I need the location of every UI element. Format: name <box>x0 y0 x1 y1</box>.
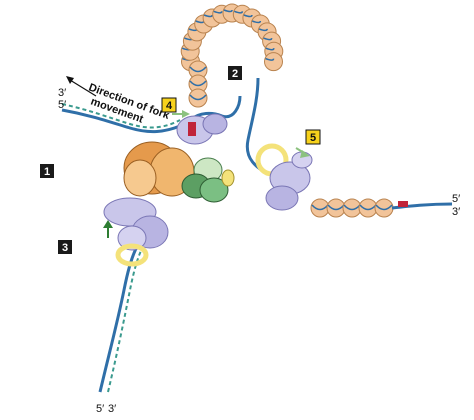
nucleosome <box>188 60 208 80</box>
direction-arrow <box>66 76 97 97</box>
histone-chaperone <box>181 157 235 203</box>
svg-text:3: 3 <box>62 242 68 254</box>
nucleosome <box>188 88 208 108</box>
arrow-green-3 <box>103 220 113 238</box>
nucleosome <box>358 198 378 218</box>
strand-label-right-3prime: 3′ <box>452 206 460 218</box>
polymerase-top <box>176 113 228 145</box>
svg-text:1: 1 <box>44 166 50 178</box>
strand-label-top-3prime: 3′ <box>58 87 66 99</box>
strand-label-bottom-3prime: 3′ <box>108 403 116 415</box>
right-dna-tail <box>391 202 453 210</box>
svg-text:4: 4 <box>166 100 173 112</box>
lagging-strand-dna <box>98 239 147 393</box>
nucleosome <box>264 52 283 72</box>
parental-dna-top-left <box>61 103 181 134</box>
step-box-3: 3 <box>58 240 72 254</box>
step-box-4: 4 <box>161 97 177 113</box>
nucleosome <box>342 198 362 218</box>
arrow-green-5 <box>295 147 310 158</box>
svg-text:5: 5 <box>310 132 316 144</box>
svg-text:2: 2 <box>232 68 238 80</box>
strand-label-right-5prime: 5′ <box>452 193 460 205</box>
nucleosome <box>374 198 394 218</box>
step-box-5: 5 <box>305 129 321 145</box>
nucleosome <box>326 198 346 218</box>
strand-label-bottom-5prime: 5′ <box>96 403 104 415</box>
arrow-green-4 <box>172 110 190 118</box>
step-box-2: 2 <box>228 66 242 80</box>
nucleosome <box>310 198 330 218</box>
polymerase-right <box>255 143 313 211</box>
strand-label-top-5prime: 5′ <box>58 99 66 111</box>
nucleosome-loop <box>180 3 284 108</box>
step-box-1: 1 <box>40 164 54 178</box>
polymerase-lagging <box>103 197 169 267</box>
new-histone-mark <box>398 201 408 207</box>
chromatin-right <box>245 77 453 218</box>
